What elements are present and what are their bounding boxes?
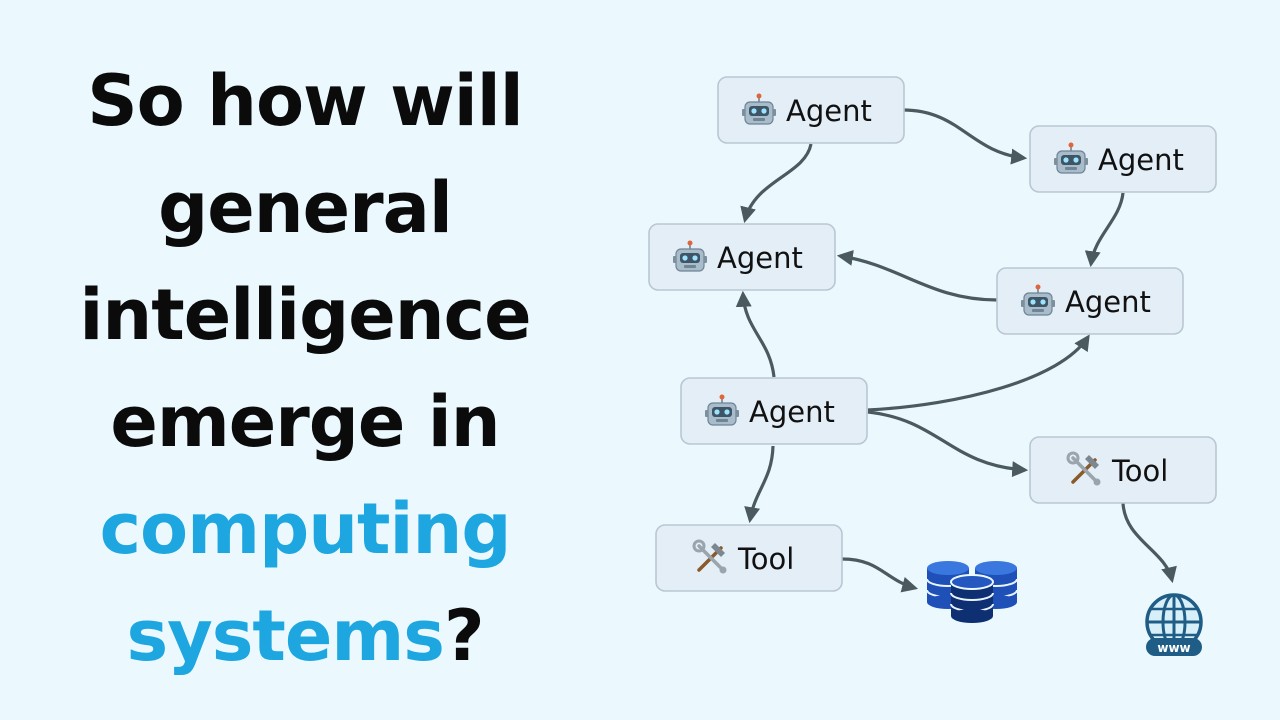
- edge-agent-center-to-tool-right: [867, 410, 1029, 478]
- headline-line-6-accent: systems: [126, 595, 445, 677]
- headline-line-2: general: [158, 167, 453, 249]
- node-agent-right-top: Agent: [1029, 125, 1217, 193]
- web-label: www: [1157, 641, 1190, 655]
- node-label: Agent: [749, 395, 835, 429]
- headline: So how will general intelligence emerge …: [40, 48, 570, 690]
- headline-line-5: computing: [99, 488, 512, 570]
- edge-agent-right-top-to-agent-mid-right: [1084, 192, 1125, 268]
- headline-line-1: So how will: [87, 60, 524, 142]
- edge-agent-top-to-agent-mid-left: [740, 143, 813, 224]
- edge-agent-top-to-agent-right-top: [902, 108, 1028, 165]
- node-label: Agent: [1065, 285, 1151, 319]
- database-icon: [926, 561, 1018, 623]
- edge-agent-center-to-agent-mid-right: [867, 334, 1090, 412]
- globe-www-icon: www: [1145, 593, 1203, 656]
- node-label: Agent: [1098, 143, 1184, 177]
- edge-tool-bottom-to-database: [841, 557, 919, 593]
- edge-agent-center-to-tool-bottom: [744, 445, 775, 524]
- headline-line-3: intelligence: [79, 274, 531, 356]
- node-label: Agent: [717, 241, 803, 275]
- edge-agent-center-to-agent-mid-left: [735, 290, 776, 378]
- node-agent-mid-left: Agent: [648, 223, 836, 291]
- node-tool-bottom: Tool: [655, 524, 843, 592]
- node-label: Agent: [786, 94, 872, 128]
- node-agent-center: Agent: [680, 377, 868, 445]
- node-label: Tool: [1111, 454, 1168, 488]
- node-agent-top: Agent: [717, 76, 905, 144]
- headline-line-4: emerge in: [110, 381, 500, 463]
- edge-agent-mid-right-to-agent-mid-left: [836, 249, 998, 302]
- headline-question-mark: ?: [443, 595, 485, 677]
- node-agent-mid-right: Agent: [996, 267, 1184, 335]
- node-tool-right: Tool: [1029, 436, 1217, 504]
- headline-line-6: systems?: [40, 583, 570, 690]
- edge-tool-right-to-web: [1121, 502, 1177, 584]
- node-label: Tool: [737, 542, 794, 576]
